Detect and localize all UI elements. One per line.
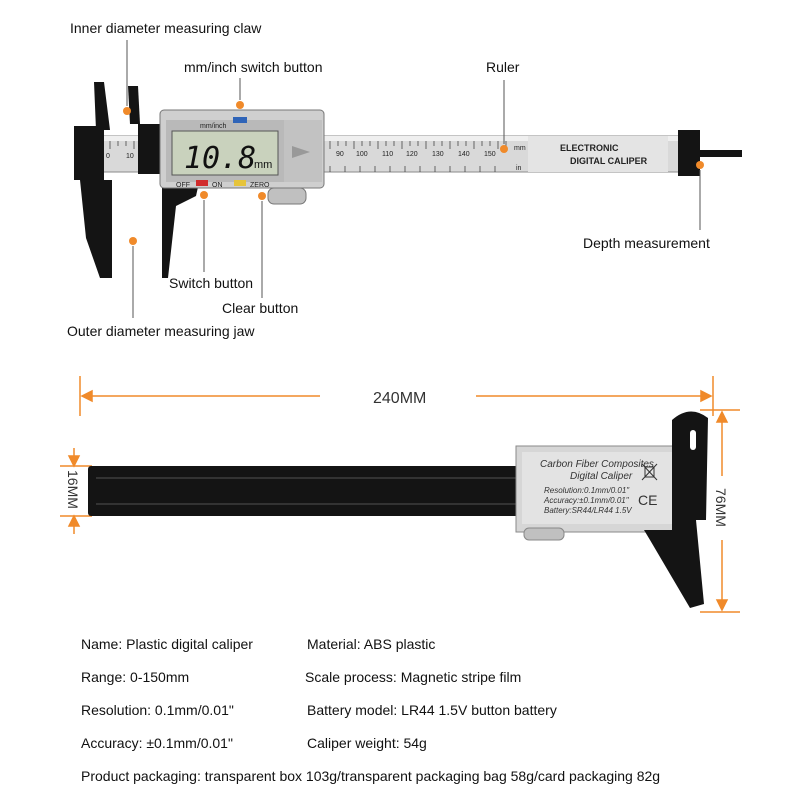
unit-switch-button[interactable] [233,117,247,123]
callout-dot [696,161,704,169]
callout-dot [129,237,137,245]
callout-clear-button: Clear button [222,300,299,316]
callout-dot [258,192,266,200]
spec-weight: Caliper weight: 54g [307,735,427,751]
callout-dot [236,101,244,109]
zero-button[interactable] [234,180,246,186]
inner-claw-fixed [94,82,110,130]
tick-label: 110 [382,151,393,158]
zero-label: ZERO [250,182,270,189]
recycle-bin-icon [641,463,658,481]
brand-line-2: DIGITAL CALIPER [570,156,648,166]
thumb-wheel[interactable] [267,187,307,205]
spec-packaging: Product packaging: transparent box 103g/… [81,768,661,784]
callout-dot [500,145,508,153]
tick-label: 10 [126,153,134,160]
brand-line-1: ELECTRONIC [560,143,619,153]
callout-dot [123,107,131,115]
tick-label: 150 [484,151,496,158]
dim-width: 76MM [713,488,729,527]
lcd-value: 10.8 [184,141,256,176]
spec-name: Name: Plastic digital caliper [81,636,253,652]
fixed-jaw [74,126,112,278]
tick-label: 130 [432,151,444,158]
dim-length: 240MM [373,390,426,407]
spec-accuracy: Accuracy: ±0.1mm/0.01" [81,735,233,751]
depth-rod-end [678,130,700,176]
callout-ruler: Ruler [486,59,520,75]
spec-battery: Battery model: LR44 1.5V button battery [307,702,557,718]
spec-resolution: Resolution: 0.1mm/0.01" [81,702,234,718]
dim-height: 16MM [65,470,81,509]
lcd-screen [171,130,279,176]
callout-depth: Depth measurement [583,235,710,251]
off-label: OFF [176,182,190,189]
plate-line-5: Battery:SR44/LR44 1.5V [544,506,632,515]
caliper-top-illustration: 0 10 20 90 100 110 120 130 140 150 mm in… [74,40,742,318]
switch-button-red[interactable] [196,180,208,186]
tick-label: 90 [336,151,344,158]
on-label: ON [212,182,223,189]
brand-panel [528,136,668,172]
unit-label: mm/inch [200,123,227,130]
scale-in-label: in [516,165,522,172]
beam-back [88,466,528,516]
spec-material: Material: ABS plastic [307,636,436,652]
tick-label: 140 [458,151,470,158]
plate-line-1: Carbon Fiber Composites [540,459,654,470]
spec-scale: Scale process: Magnetic stripe film [305,669,522,685]
ce-mark: CE [638,492,657,508]
spec-range: Range: 0-150mm [81,669,190,685]
caliper-dimension-illustration: Carbon Fiber Composites Digital Caliper … [60,376,740,613]
inner-claw-moving [128,86,140,124]
plate-line-3: Resolution:0.1mm/0.01" [544,486,630,495]
tick-label: 0 [106,153,110,160]
tick-label: 100 [356,151,368,158]
moving-jaw [162,178,200,278]
callout-outer-jaw: Outer diameter measuring jaw [67,323,255,339]
tick-label: 120 [406,151,418,158]
back-jaw [644,411,708,608]
plate-line-2: Digital Caliper [570,471,633,482]
callout-switch-button: Switch button [169,275,254,291]
callout-dot [200,191,208,199]
plate-line-4: Accuracy:±0.1mm/0.01" [543,496,630,505]
callout-unit-switch: mm/inch switch button [184,59,323,75]
callout-inner-claw: Inner diameter measuring claw [70,20,262,36]
lcd-unit: mm [254,159,272,171]
scale-mm-label: mm [514,145,526,152]
